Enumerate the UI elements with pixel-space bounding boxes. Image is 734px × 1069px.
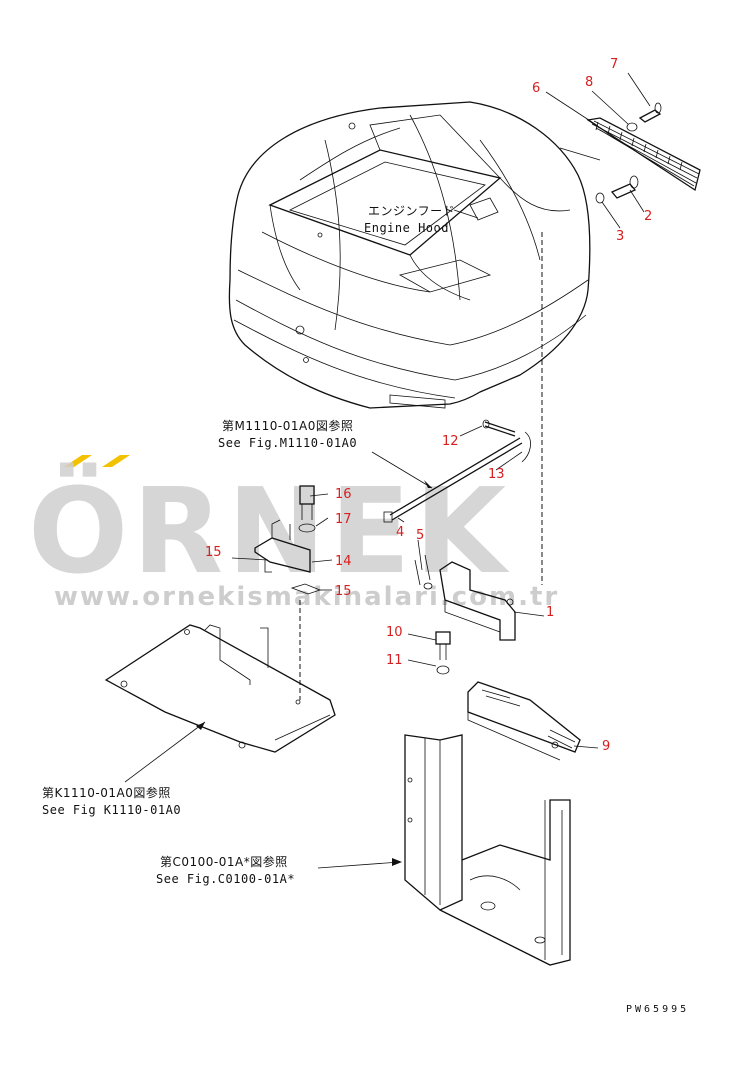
- callout-3: 3: [616, 229, 624, 244]
- watermark-brand: ÖRNEK: [28, 462, 511, 600]
- grille-part-6: [559, 117, 701, 192]
- callouts: 1 2 3 4 5 6 7 8 9 10 11 12 13 14 15 15 1…: [205, 57, 652, 754]
- callout-17: 17: [335, 512, 352, 527]
- ref-c-jp: 第C0100-01A*図参照: [160, 854, 288, 869]
- ref-k-en: See Fig K1110-01A0: [42, 803, 181, 817]
- cable-part-4: [383, 419, 531, 523]
- callout-1: 1: [546, 605, 554, 620]
- bracket-part-14: [254, 485, 322, 595]
- callout-8: 8: [585, 75, 593, 90]
- callout-15a: 15: [205, 545, 222, 560]
- bolts-lower: [435, 631, 451, 675]
- engine-hood-drawing: [228, 101, 591, 409]
- callout-13: 13: [488, 467, 505, 482]
- callout-7: 7: [610, 57, 618, 72]
- callout-12: 12: [442, 434, 459, 449]
- callout-2: 2: [644, 209, 652, 224]
- frame: [404, 734, 571, 966]
- watermark-accent-left: [64, 455, 92, 467]
- engine-hood-label-en: Engine Hood: [364, 221, 449, 235]
- grille-part-9: [467, 681, 581, 761]
- callout-leaders: [231, 72, 651, 749]
- ref-k-jp: 第K1110-01A0図参照: [42, 785, 171, 800]
- drawing-code: PW65995: [626, 1004, 689, 1015]
- callout-9: 9: [602, 739, 610, 754]
- watermark-accent-right: [102, 455, 130, 467]
- callout-14: 14: [335, 554, 352, 569]
- ref-m-jp: 第M1110-01A0図参照: [222, 418, 353, 433]
- callout-10: 10: [386, 625, 403, 640]
- callout-11: 11: [386, 653, 403, 668]
- engine-hood-label-jp: エンジンフード: [368, 204, 455, 218]
- bolts-upper: [595, 102, 662, 204]
- ref-m-en: See Fig.M1110-01A0: [218, 436, 357, 450]
- callout-4: 4: [396, 525, 404, 540]
- watermark-url: www.ornekismakinalari.com.tr: [54, 582, 559, 612]
- callout-5: 5: [416, 528, 424, 543]
- ref-c-en: See Fig.C0100-01A*: [156, 872, 295, 886]
- callout-6: 6: [532, 81, 540, 96]
- callout-15b: 15: [335, 584, 352, 599]
- callout-16: 16: [335, 487, 352, 502]
- lower-plate: [104, 600, 336, 753]
